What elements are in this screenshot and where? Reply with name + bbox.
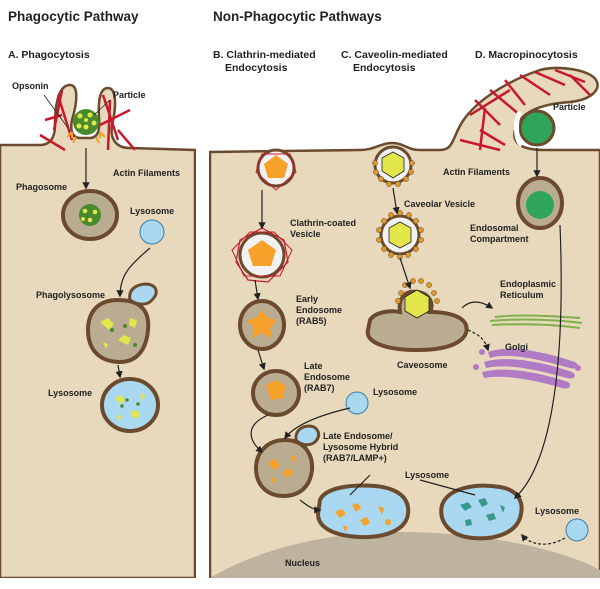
early-endosome [238,299,286,351]
label-er: Endoplasmic [500,279,556,289]
panel-d-title: D. Macropinocytosis [475,49,578,61]
endosomal-compartment [516,176,564,230]
lysosome-d [565,518,589,542]
label-clathrin-2: Vesicle [290,229,321,239]
lysosome-a2 [100,377,160,433]
label-hybrid-3: (RAB7/LAMP+) [323,453,387,463]
label-early-3: (RAB5) [296,316,327,326]
particle-d [518,109,556,147]
label-late-2: Endosome [304,372,350,382]
lysosome-b [345,391,369,415]
label-phagolysosome: Phagolysosome [36,290,105,300]
label-nucleus: Nucleus [285,558,320,568]
cell-gutter [196,140,209,589]
caveolin-pit [372,145,415,187]
label-caveolar: Caveolar Vesicle [404,199,475,209]
actin-filaments-d [459,68,591,152]
label-phagosome: Phagosome [16,182,67,192]
label-lysosome-a: Lysosome [130,206,174,216]
label-lysosome-a2: Lysosome [48,388,92,398]
phagolysosome [85,282,158,365]
golgi-apparatus [473,348,581,389]
late-endosome [251,369,301,417]
lysosome-mid-right [439,483,524,541]
endoplasmic-reticulum [489,314,583,329]
label-er-2: Reticulum [500,290,544,300]
label-caveosome: Caveosome [397,360,448,370]
lysosome-mid-left [315,483,411,540]
label-late-3: (RAB7) [304,383,335,393]
label-lysosome-mid: Lysosome [405,470,449,480]
nucleus [210,532,600,578]
label-leaders [43,94,111,129]
panel-b-title-2: Endocytosis [225,62,288,74]
label-opsonin: Opsonin [12,81,49,91]
particle-a [66,109,106,144]
label-particle-a: Particle [113,90,146,100]
label-actin-d: Actin Filaments [443,167,510,177]
panel-b-title: B. Clathrin-mediated [213,49,316,61]
label-endosomal: Endosomal [470,223,519,233]
clathrin-coated-vesicle [231,227,293,283]
label-lysosome-d: Lysosome [535,506,579,516]
label-early: Early [296,294,318,304]
bottom-margin [0,578,600,589]
panel-a-title: A. Phagocytosis [8,49,90,61]
label-early-2: Endosome [296,305,342,315]
panel-c-title: C. Caveolin-mediated [341,49,448,61]
actin-filaments-a [39,89,136,152]
label-actin-a: Actin Filaments [113,168,180,178]
label-endosomal-2: Compartment [470,234,529,244]
label-hybrid: Late Endosome/ [323,431,393,441]
pathway-arrows [82,148,566,545]
lysosome-a [139,219,165,245]
label-golgi: Golgi [505,342,528,352]
label-lysosome-b: Lysosome [373,387,417,397]
label-particle-d: Particle [553,102,586,112]
header-left: Phagocytic Pathway [8,9,139,24]
header-right: Non-Phagocytic Pathways [213,9,382,24]
clathrin-pit [255,148,297,191]
label-clathrin: Clathrin-coated [290,218,356,228]
panel-c-title-2: Endocytosis [353,62,416,74]
late-endosome-lysosome-hybrid [253,424,321,499]
phagosome [61,189,119,241]
caveolar-vesicle [376,210,424,260]
label-late: Late [304,361,323,371]
label-hybrid-2: Lysosome Hybrid [323,442,398,452]
